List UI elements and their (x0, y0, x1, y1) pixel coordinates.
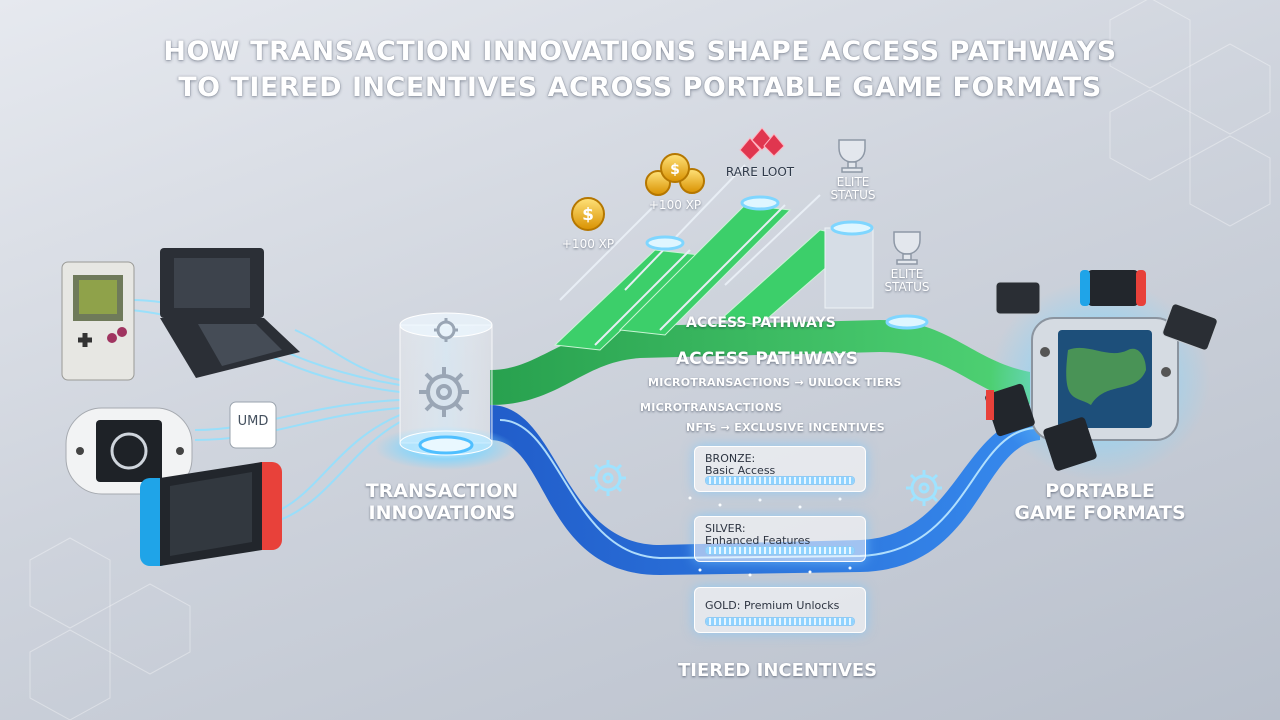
coin-icon: $ (571, 197, 605, 231)
glow-pads (645, 195, 929, 330)
tiered-incentives-label: TIERED INCENTIVES (678, 660, 878, 681)
reward-label: ELITE STATUS (820, 176, 886, 202)
reward-label: RARE LOOT (725, 165, 795, 179)
hub-label: TRANSACTION INNOVATIONS (352, 480, 532, 524)
green-pathway (490, 320, 1030, 405)
switch-small-top (1080, 270, 1146, 306)
hex-pattern (29, 0, 1271, 720)
handheld-small-left (995, 281, 1041, 315)
tier-progress-bar (705, 546, 855, 555)
tier-progress-bar (705, 617, 855, 626)
pathway-line-1: MICROTRANSACTIONS → UNLOCK TIERS (648, 376, 902, 389)
tier-card-silver: SILVER: Enhanced Features (694, 516, 866, 562)
reward-label-line: STATUS (884, 280, 930, 294)
sparkles (688, 496, 852, 577)
light-streams (129, 299, 401, 521)
hub-label-line-2: INNOVATIONS (368, 502, 516, 524)
formats-label-line-2: GAME FORMATS (1014, 502, 1186, 524)
tier-name: GOLD: Premium Unlocks (705, 599, 840, 612)
hub-label-line-1: TRANSACTION (365, 480, 519, 502)
psp-device (65, 407, 193, 495)
reward-label: +100 XP (561, 237, 615, 251)
title-line-1: HOW TRANSACTION INNOVATIONS SHAPE ACCESS… (163, 36, 1117, 67)
pathway-heading: ACCESS PATHWAYS (676, 349, 858, 369)
switch-small-bottom (985, 383, 1097, 471)
reward-label: ELITE STATUS (874, 268, 940, 294)
tier-card-gold: GOLD: Premium Unlocks (694, 587, 866, 633)
title-line-2: TO TIERED INCENTIVES ACROSS PORTABLE GAM… (178, 72, 1102, 103)
tier-name: SILVER: (705, 522, 746, 535)
gear-icon (906, 470, 942, 506)
reward-label: +100 XP (648, 198, 702, 212)
svg-text:$: $ (670, 162, 680, 178)
portable-formats-label: PORTABLE GAME FORMATS (1000, 480, 1200, 524)
pathway-band-label: ACCESS PATHWAYS (686, 315, 836, 331)
gem-icon (739, 127, 785, 161)
tier-progress-bar (705, 476, 855, 485)
formats-label-line-1: PORTABLE (1045, 480, 1155, 502)
tier-description: Enhanced Features (705, 534, 811, 547)
trophy-icon (838, 139, 866, 173)
ds-device (160, 248, 300, 378)
pathway-line-2: MICROTRANSACTIONS (640, 401, 783, 414)
umd-label: UMD (237, 414, 269, 429)
svg-text:$: $ (582, 205, 594, 225)
reward-label-line: STATUS (830, 188, 876, 202)
coin-stack-icon: $ (645, 153, 705, 196)
tier-card-bronze: BRONZE: Basic Access (694, 446, 866, 492)
switch-device-left (140, 462, 282, 566)
tier-name: BRONZE: (705, 452, 756, 465)
transaction-hub (375, 312, 515, 470)
tier-description: Basic Access (705, 464, 776, 477)
page-title: HOW TRANSACTION INNOVATIONS SHAPE ACCESS… (0, 34, 1280, 106)
gameboy-device (61, 261, 135, 381)
blue-pathway (490, 405, 1040, 575)
handheld-small-right (1162, 303, 1218, 351)
trophy-icon (893, 231, 921, 265)
reward-label-line: ELITE (836, 175, 870, 189)
stair-rails (559, 164, 821, 346)
pillar (824, 227, 874, 309)
gear-icon (590, 460, 626, 496)
pathway-line-3: NFTs → EXCLUSIVE INCENTIVES (686, 421, 886, 434)
umd-disc (229, 401, 277, 449)
reward-label-line: ELITE (890, 267, 924, 281)
